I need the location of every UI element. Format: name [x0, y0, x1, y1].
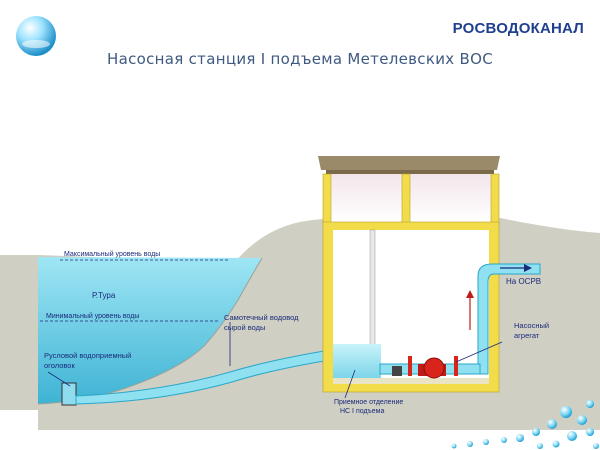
- label-to-osrv: На ОСРВ: [506, 277, 541, 286]
- label-gravity-line-1: Самотечный водовод: [224, 313, 299, 322]
- brand-name: РОСВОДОКАНАЛ: [452, 20, 584, 37]
- company-logo: [16, 16, 56, 56]
- label-pump-1: Насосный: [514, 321, 549, 330]
- flow-arrow-right: [500, 264, 532, 272]
- water-drops-decoration: [451, 400, 599, 449]
- well-floor: [333, 378, 489, 384]
- label-min-level: Минимальный уровень воды: [46, 312, 139, 320]
- station-roof: [318, 156, 500, 170]
- label-pump-2: агрегат: [514, 331, 540, 340]
- intake-head: [61, 382, 77, 406]
- label-gravity-line-2: сырой воды: [224, 323, 265, 332]
- flow-arrow-up: [466, 290, 474, 330]
- label-reception-2: НС I подъема: [340, 408, 384, 415]
- label-intake-1: Русловой водоприемный: [44, 351, 131, 360]
- leader-pump: [455, 341, 503, 363]
- column-mid: [401, 173, 411, 227]
- column-right: [490, 173, 500, 227]
- leader-intake: [47, 371, 71, 387]
- discharge-pipe: [477, 263, 541, 375]
- label-intake-2: оголовок: [44, 361, 75, 370]
- label-reception-1: Приемное отделение: [334, 399, 403, 406]
- reception-water: [333, 344, 381, 384]
- leader-reception: [344, 369, 356, 399]
- label-river: Р.Тура: [92, 291, 116, 300]
- pump-unit: [392, 356, 458, 379]
- label-max-level: Максимальный уровень воды: [64, 250, 160, 258]
- column-left: [322, 173, 332, 227]
- page-title: Насосная станция I подъема Метелевских В…: [107, 50, 493, 68]
- roof-eave: [326, 170, 494, 174]
- river-water: [38, 257, 262, 404]
